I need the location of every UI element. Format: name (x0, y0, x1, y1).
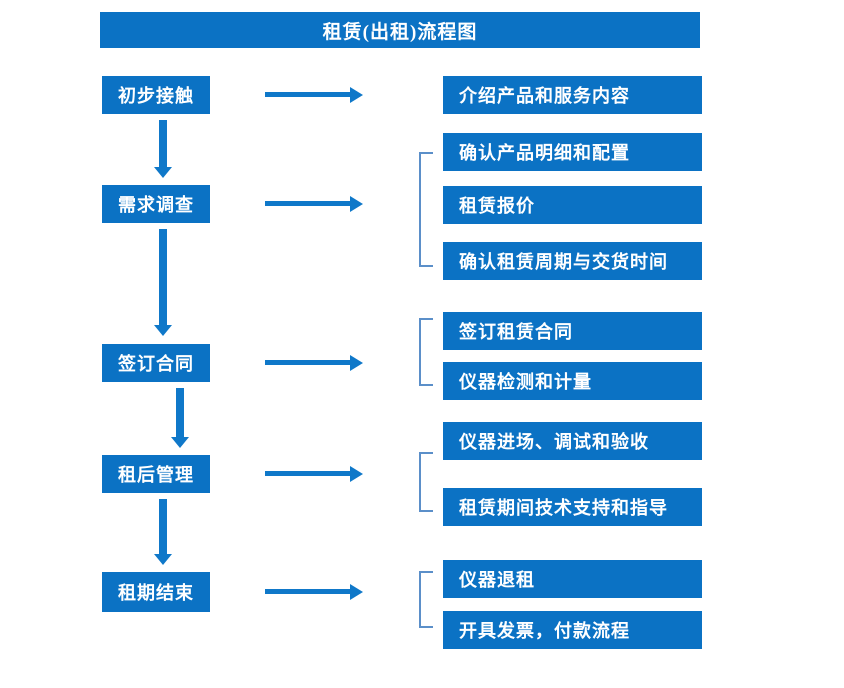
detail-box-4[interactable]: 确认租赁周期与交货时间 (443, 242, 702, 280)
detail-box-2[interactable]: 确认产品明细和配置 (443, 133, 702, 171)
detail-box-3[interactable]: 租赁报价 (443, 186, 702, 224)
stage-box-3[interactable]: 签订合同 (102, 344, 210, 382)
stage-box-4[interactable]: 租后管理 (102, 455, 210, 493)
group-bracket-5 (419, 571, 433, 628)
diagram-title-bar: 租赁(出租)流程图 (100, 12, 700, 48)
detail-box-8[interactable]: 租赁期间技术支持和指导 (443, 488, 702, 526)
detail-box-10[interactable]: 开具发票，付款流程 (443, 611, 702, 649)
group-bracket-2 (419, 152, 433, 267)
detail-box-1[interactable]: 介绍产品和服务内容 (443, 76, 702, 114)
detail-box-7[interactable]: 仪器进场、调试和验收 (443, 422, 702, 460)
stage-box-1[interactable]: 初步接触 (102, 76, 210, 114)
detail-box-9[interactable]: 仪器退租 (443, 560, 702, 598)
group-bracket-3 (419, 318, 433, 386)
stage-box-2[interactable]: 需求调查 (102, 185, 210, 223)
group-bracket-4 (419, 452, 433, 512)
stage-box-5[interactable]: 租期结束 (102, 572, 210, 612)
detail-box-6[interactable]: 仪器检测和计量 (443, 362, 702, 400)
detail-box-5[interactable]: 签订租赁合同 (443, 312, 702, 350)
